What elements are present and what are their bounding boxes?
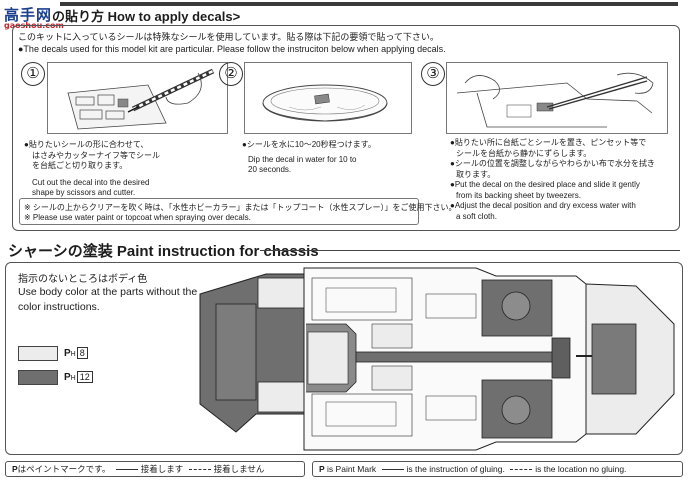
step-2-illustration [244,62,412,134]
watermark-logo-text: 高手网 [4,6,53,24]
glue-line-icon [115,469,138,471]
paint-mark-icon: P [64,348,71,359]
step-3-line: ●Adjust the decal position and dry exces… [450,201,636,210]
step-3-line: ●シールの位置を調整しながらやわらかい布で水分を拭き [450,159,655,168]
section-title-decals: の貼り方 How to apply decals> [52,9,241,24]
paint-swatch-dark [18,370,58,385]
legend-no-glue-text: is the location no gluing. [535,464,627,474]
paint-mark-icon: P [319,464,325,474]
step-3-line: ●Put the decal on the desired place and … [450,180,640,189]
step-2-line: ●シールを水に10〜20秒程つけます。 [242,140,376,149]
paint-mark-sub: H [70,351,76,358]
step-1-illustration [47,62,228,134]
header-bar [60,2,678,6]
step-1-text: ●貼りたいシールの形に合わせて、 はさみやカッターナイフ等でシール を台紙ごと切… [24,140,160,199]
legend-glue-text: is the instruction of gluing. [406,464,505,474]
step-3-text: ●貼りたい所に台紙ごとシールを置き、ピンセット等で シールを台紙から静かにずらし… [450,138,655,222]
step-1-number: ① [21,62,45,86]
step-1-line: ●貼りたいシールの形に合わせて、 [24,140,149,149]
chassis-paint-box [5,262,683,455]
step-1-line: を台紙ごと切り取ります。 [32,161,128,170]
step-3-line: 取ります。 [456,169,496,179]
intro-text-en: ●The decals used for this model kit are … [18,44,446,54]
body-color-note-jp: 指示のないところはボディ色 [18,274,148,285]
paint-number: 12 [76,371,93,383]
clear-coat-note-box [19,198,419,225]
step-3-line: from its backing sheet by tweezers. [456,190,581,200]
legend-no-glue-text: 接着しません [213,464,265,474]
body-color-note-en: Use body color at the parts without the … [18,286,198,313]
step-2-line: 20 seconds. [248,165,292,174]
paint-mark-sub: H [70,375,76,382]
paint-mark-icon: P [12,464,18,474]
paint-swatch-light [18,346,58,361]
cutting-decal-illustration [67,68,215,130]
chassis-diagram [199,267,675,451]
tweezers-placing-illustration [456,72,654,128]
step-3-line: ●貼りたい所に台紙ごとシールを置き、ピンセット等で [450,138,647,147]
paint-mark-icon: P [64,372,71,383]
paint-number: 8 [76,347,88,359]
glue-line-icon [381,469,404,471]
section-title-chassis-paint: シャーシの塗装 Paint instruction for chassis [8,243,319,260]
section-divider [260,250,680,251]
clear-coat-note-jp: ※ シールの上からクリアーを吹く時は、「水性ホビーカラー」または「トップコート（… [24,203,457,212]
water-dish-illustration [262,84,388,122]
legend-en: P is Paint Mark is the instruction of gl… [312,461,683,477]
step-3-illustration [446,62,668,134]
step-3-line: シールを台紙から静かにずらします。 [456,148,592,158]
no-glue-line-icon [510,469,533,471]
no-glue-line-icon [188,469,211,471]
step-2-line: Dip the decal in water for 10 to [248,154,357,164]
step-2-text: ●シールを水に10〜20秒程つけます。 Dip the decal in wat… [242,140,376,176]
step-1-line: はさみやカッターナイフ等でシール [32,150,160,160]
step-1-line: Cut out the decal into the desired [32,177,150,187]
step-3-number: ③ [421,62,445,86]
decal-instructions-box [12,25,680,231]
legend-glue-text: 接着します [140,464,184,474]
legend-jp: Pはペイントマークです。 接着します 接着しません [5,461,305,477]
legend-pm-text: はペイントマークです。 [17,464,111,474]
legend-pm-text: is Paint Mark [327,464,377,474]
intro-text-jp: このキットに入っているシールは特殊なシールを使用しています。貼る際は下記の要領で… [18,32,439,42]
step-2-number: ② [219,62,243,86]
step-1-line: shape by scissors and cutter. [32,188,136,197]
step-3-line: a soft cloth. [456,211,497,221]
clear-coat-note-en: ※ Please use water paint or topcoat when… [24,213,251,222]
